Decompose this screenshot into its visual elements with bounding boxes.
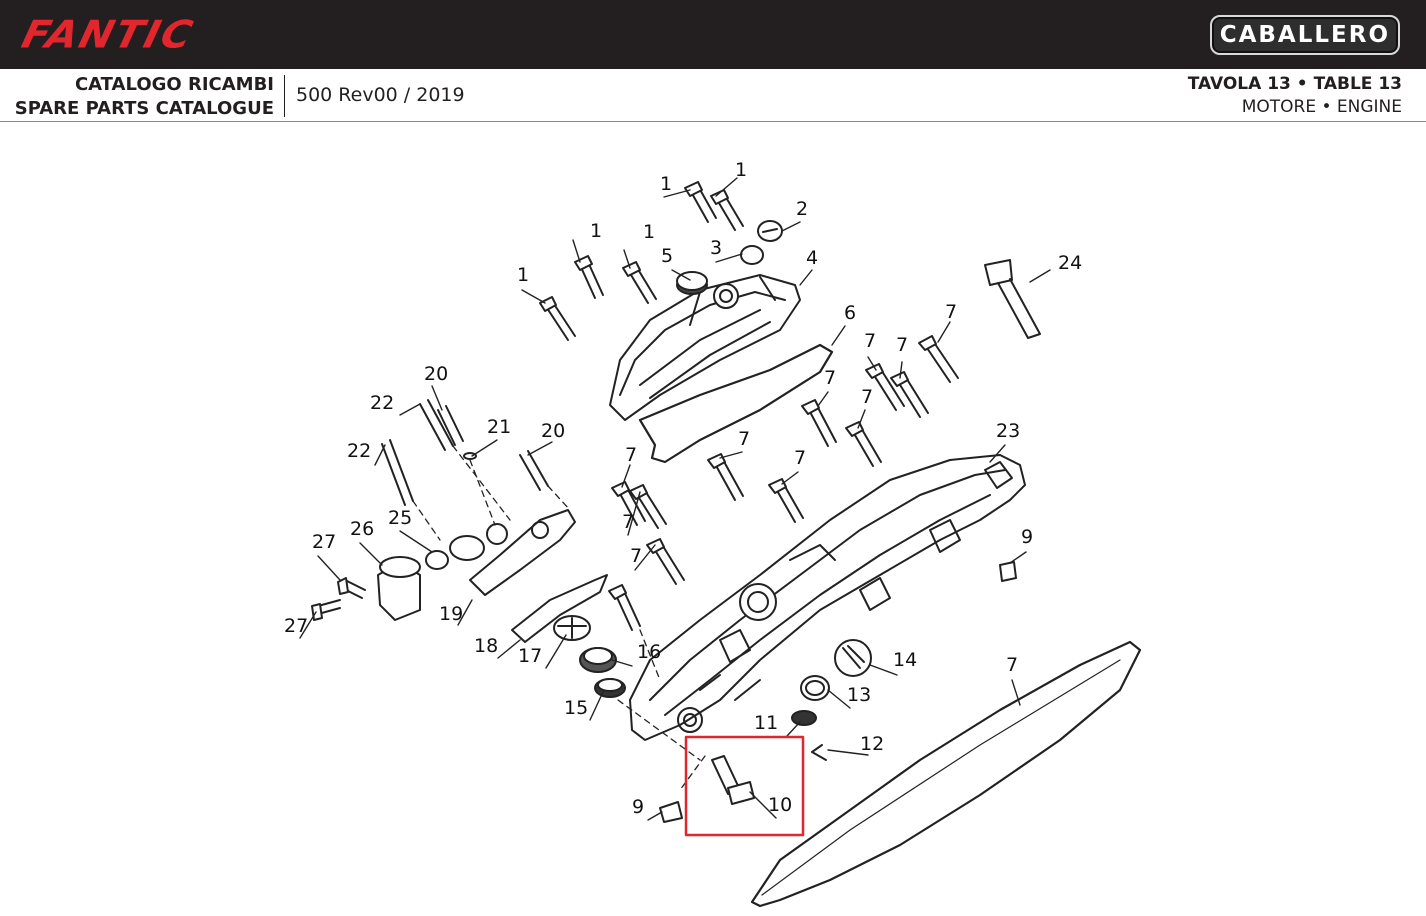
- callout: 5: [661, 245, 673, 267]
- upper-cover-part: [609, 274, 801, 421]
- callout: 6: [844, 302, 856, 324]
- assembly-lines: [412, 445, 706, 791]
- callout: 4: [806, 247, 818, 269]
- sensor-10-part: [711, 755, 755, 805]
- impeller-16: [579, 647, 617, 673]
- callout: 24: [1058, 252, 1082, 274]
- callout: 7: [896, 334, 908, 356]
- callout: 1: [590, 220, 602, 242]
- catalog-title-it: CATALOGO RICAMBI: [74, 74, 274, 95]
- callout: 1: [517, 264, 529, 286]
- clip-12: [811, 744, 827, 761]
- callout: 26: [350, 518, 374, 540]
- plug-part: [757, 220, 783, 242]
- callout: 22: [370, 392, 394, 414]
- callout: 19: [439, 603, 463, 625]
- long-bolt-part: [984, 259, 1041, 339]
- cover-gasket-part: [638, 343, 834, 464]
- table-number: TAVOLA 13 • TABLE 13: [1187, 74, 1402, 94]
- highlight-box: [684, 735, 805, 837]
- callout: 7: [794, 447, 806, 469]
- elbow-26: [377, 556, 421, 621]
- callout: 10: [768, 794, 792, 816]
- callout: 1: [643, 221, 655, 243]
- callout: 7: [630, 545, 642, 567]
- callout: 7: [738, 428, 750, 450]
- oring-13: [800, 675, 830, 701]
- dowel-9-top: [999, 561, 1017, 582]
- callout: 1: [735, 159, 747, 181]
- callout: 23: [996, 420, 1020, 442]
- side-gasket-part: [750, 640, 1142, 908]
- catalog-header: CATALOGO RICAMBI SPARE PARTS CATALOGUE 5…: [0, 69, 1426, 122]
- seal-14: [834, 639, 872, 677]
- callout: 13: [847, 684, 871, 706]
- callout: 7: [945, 301, 957, 323]
- callout: 22: [347, 440, 371, 462]
- catalog-title-block: CATALOGO RICAMBI SPARE PARTS CATALOGUE: [0, 73, 274, 121]
- callout: 7: [861, 386, 873, 408]
- callout: 7: [622, 511, 634, 533]
- callout: 17: [518, 645, 542, 667]
- fantic-logo: FANTIC: [17, 13, 199, 57]
- callout: 7: [625, 444, 637, 466]
- caballero-logo: CABALLERO: [1209, 15, 1400, 55]
- callout: 11: [754, 712, 778, 734]
- callout: 20: [541, 420, 565, 442]
- exploded-parts-diagram: 1 1 1 1 1 1 2 3 4 5 6 7 7 7 7 7 7 7 7 7 …: [284, 159, 1142, 908]
- model-revision: 500 Rev00 / 2019: [296, 84, 465, 106]
- ring-11: [791, 710, 817, 726]
- callout: 7: [824, 367, 836, 389]
- top-banner: FANTIC CABALLERO: [0, 0, 1426, 69]
- callout: 9: [632, 796, 644, 818]
- impeller-17: [553, 615, 591, 641]
- callout: 20: [424, 363, 448, 385]
- seal-15: [594, 678, 626, 698]
- callout: 7: [1006, 654, 1018, 676]
- header-divider: [284, 75, 285, 117]
- dowel-9-bottom: [659, 801, 683, 823]
- oring-25: [425, 550, 449, 570]
- callout: 21: [487, 416, 511, 438]
- catalog-title-en: SPARE PARTS CATALOGUE: [14, 98, 274, 119]
- bolts-1: [539, 181, 744, 341]
- bolts-27: [311, 577, 366, 621]
- callout: 12: [860, 733, 884, 755]
- callout: 16: [637, 641, 661, 663]
- callout: 9: [1021, 526, 1033, 548]
- bolts-20-22: [381, 399, 549, 506]
- callout: 3: [710, 237, 722, 259]
- callout: 2: [796, 198, 808, 220]
- callout: 14: [893, 649, 917, 671]
- callout-leaders: [299, 177, 1051, 821]
- crankcase-cover-part: [629, 454, 1026, 741]
- gasket-18: [511, 574, 608, 643]
- callout: 27: [312, 531, 336, 553]
- callout: 25: [388, 507, 412, 529]
- pump-cover-19: [449, 509, 576, 596]
- callout: 27: [284, 615, 308, 637]
- callout: 15: [564, 697, 588, 719]
- oring-part: [740, 245, 764, 265]
- callout: 7: [864, 330, 876, 352]
- callout-labels: 1 1 1 1 1 1 2 3 4 5 6 7 7 7 7 7 7 7 7 7 …: [284, 159, 1082, 818]
- callout: 1: [660, 173, 672, 195]
- gasket-inner-line: [761, 659, 1121, 896]
- table-info: TAVOLA 13 • TABLE 13 MOTORE • ENGINE: [1188, 73, 1402, 119]
- section-name: MOTORE • ENGINE: [1241, 97, 1402, 117]
- callout: 18: [474, 635, 498, 657]
